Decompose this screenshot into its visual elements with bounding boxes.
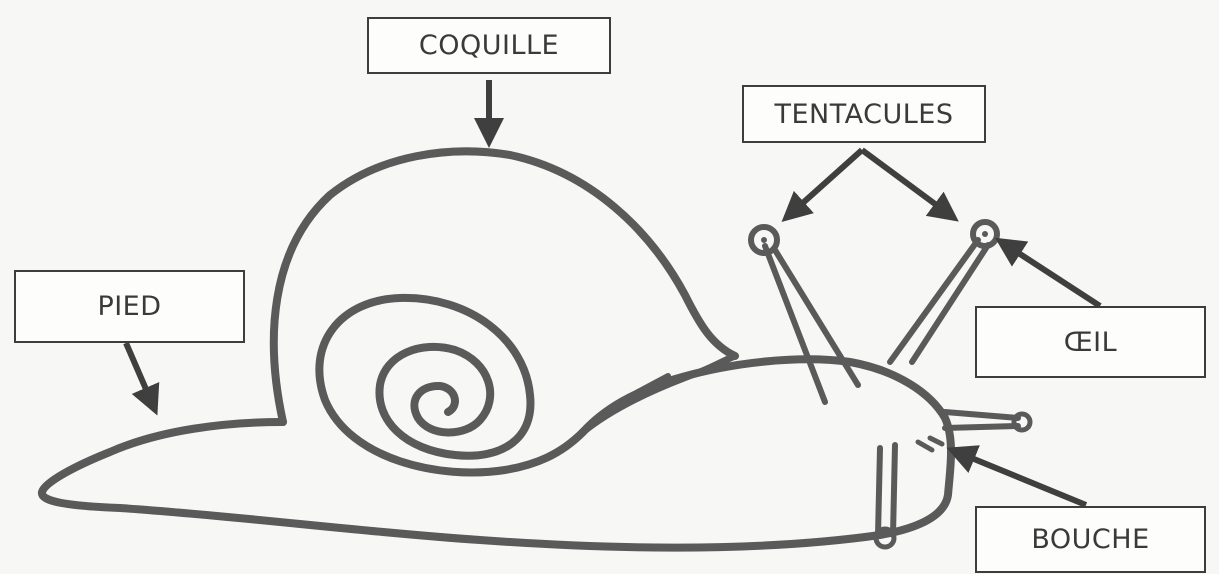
arrow-tentacules-left: [786, 150, 862, 218]
down-lower-tentacle: [878, 445, 895, 535]
front-lower-tentacle: [945, 412, 1018, 428]
right-eye-pupil-icon: [982, 231, 988, 237]
mouth-icon: [918, 438, 942, 450]
label-tentacules-text: TENTACULES: [775, 99, 954, 130]
label-oeil-text: ŒIL: [1064, 327, 1117, 358]
label-bouche-text: BOUCHE: [1031, 524, 1149, 555]
label-coquille: COQUILLE: [367, 17, 611, 74]
right-upper-tentacle: [890, 240, 988, 362]
arrow-tentacules-right: [862, 150, 954, 218]
label-tentacules: TENTACULES: [742, 85, 986, 143]
label-pied-text: PIED: [97, 291, 161, 322]
shell-whorl: [319, 298, 583, 473]
arrow-oeil: [1000, 241, 1100, 306]
front-lower-tentacle-tip: [1014, 414, 1030, 430]
mantle-line: [583, 356, 735, 432]
label-bouche: BOUCHE: [975, 506, 1206, 573]
arrow-bouche: [952, 450, 1086, 505]
arrow-pied: [126, 343, 155, 410]
left-upper-tentacle: [765, 246, 858, 402]
label-pied: PIED: [14, 270, 245, 343]
left-eye-pupil-icon: [761, 237, 767, 243]
label-coquille-text: COQUILLE: [419, 30, 559, 61]
label-oeil: ŒIL: [975, 306, 1206, 378]
